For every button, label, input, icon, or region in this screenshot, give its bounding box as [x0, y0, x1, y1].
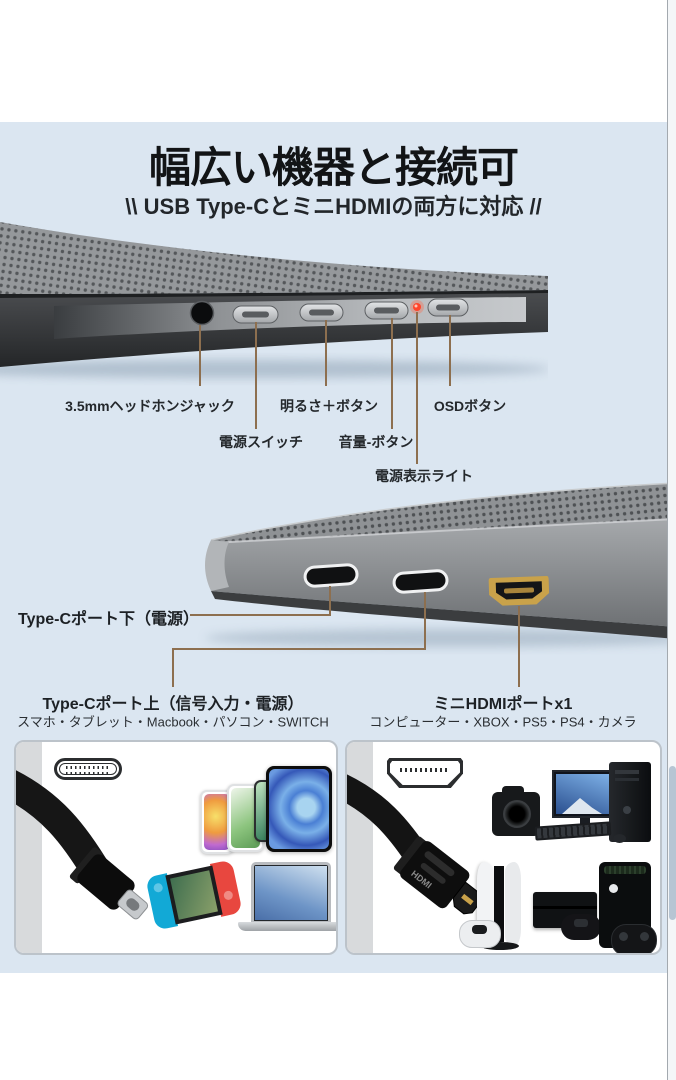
typec-top-label: Type-Cポート上（信号入力・電源） — [42, 696, 304, 713]
volume-label: 音量-ボタン — [338, 434, 414, 450]
callout-line-hdmi-v — [518, 606, 520, 687]
callout-line-typec-top-v1 — [424, 592, 426, 650]
callout-line-typec-top-v2 — [172, 648, 174, 687]
callout-line-power — [255, 322, 257, 429]
usb-c-devices-panel — [14, 740, 338, 955]
usbc-port-bottom — [303, 563, 359, 588]
jack-label: 3.5mmヘッドホンジャック — [65, 398, 235, 414]
xbox-series-x — [599, 862, 657, 953]
hdmi-devices-panel: HDMI — [345, 740, 662, 955]
scrollbar-track[interactable] — [667, 0, 676, 1080]
callout-line-volume — [391, 318, 393, 429]
hdmi-sublabel: コンピューター・XBOX・PS5・PS4・カメラ — [369, 714, 637, 730]
power-led — [410, 300, 424, 314]
monitor-ports-photo — [205, 482, 676, 647]
callout-line-typec-bottom-h — [190, 614, 331, 616]
brightness-label: 明るさ＋ボタン — [280, 398, 378, 414]
power-button — [232, 305, 279, 324]
ipad — [266, 766, 332, 852]
ps5 — [459, 862, 529, 952]
power-label: 電源スイッチ — [219, 434, 303, 450]
hdmi-label: ミニHDMIポートx1 — [433, 696, 573, 713]
typec-top-sublabel: スマホ・タブレット・Macbook・パソコン・SWITCH — [17, 714, 329, 730]
headphone-jack — [189, 300, 215, 326]
xbox-controller — [611, 924, 657, 953]
typec-bottom-label: Type-Cポート下（電源） — [18, 611, 200, 628]
led-label: 電源表示ライト — [375, 468, 473, 484]
callout-line-jack — [199, 325, 201, 386]
mini-hdmi-port — [488, 576, 550, 606]
camera — [492, 786, 540, 836]
ps4-controller — [561, 914, 601, 940]
mouse — [613, 834, 626, 843]
callout-line-osd — [449, 315, 451, 386]
callout-line-typec-bottom-v — [329, 586, 331, 616]
usb-c-connector-icon — [54, 758, 122, 780]
desktop-tower — [609, 762, 651, 842]
usbc-port-top — [392, 569, 449, 594]
callout-line-brightness — [325, 320, 327, 386]
callout-line-led — [416, 312, 418, 464]
ps4 — [533, 892, 601, 940]
osd-button — [427, 298, 469, 317]
hdmi-connector-icon — [387, 758, 463, 788]
volume-button — [364, 301, 409, 320]
laptop — [238, 862, 336, 946]
page-subtitle: \\ USB Type-CとミニHDMIの両方に対応 // — [125, 194, 542, 219]
ps5-controller — [459, 920, 501, 948]
desktop-monitor — [552, 770, 616, 828]
brightness-button — [299, 303, 344, 322]
osd-label: OSDボタン — [433, 398, 507, 414]
usb-c-cable — [16, 770, 149, 920]
callout-line-typec-top-h — [172, 648, 426, 650]
page-title: 幅広い機器と接続可 — [148, 144, 519, 191]
hdmi-cable: HDMI — [347, 774, 486, 915]
monitor-buttons-photo — [0, 222, 548, 378]
scrollbar-thumb[interactable] — [669, 766, 676, 920]
